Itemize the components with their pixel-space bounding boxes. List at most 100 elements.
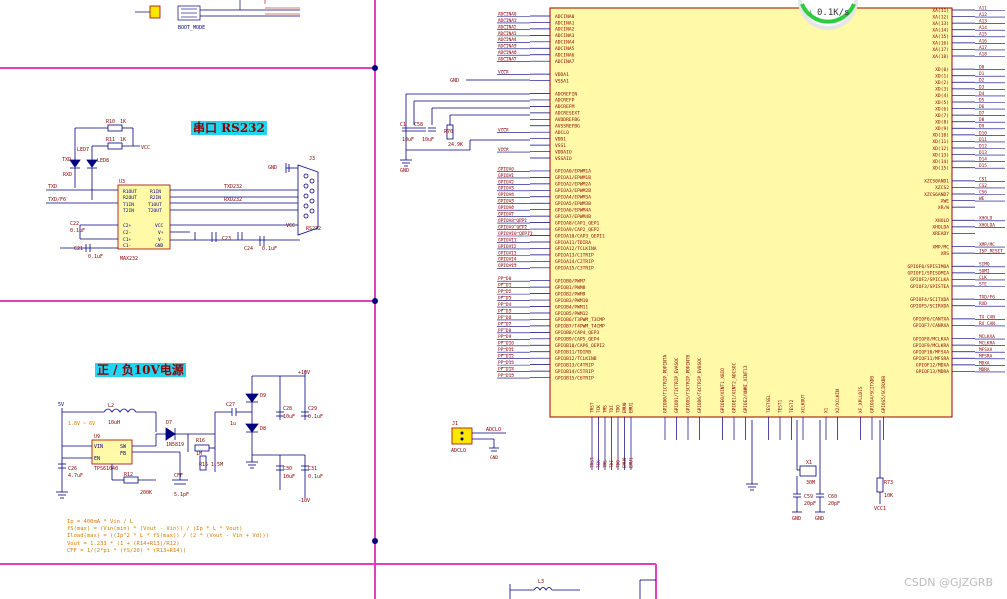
mcu-left-net-label: PF_D1 [498, 283, 512, 289]
u3-label: U3 [119, 179, 125, 185]
mcu-left-pin-label: VDDAIO [555, 149, 572, 155]
mcu-right-net-label: MCLKRA [979, 341, 995, 347]
mcu-left-pin-label: ADCLO [555, 130, 569, 136]
mcu-left-pins: ADCINA0ADCINA0ADCINA1ADCINA1ADCINA2ADCIN… [497, 11, 605, 381]
mcu-right-net-label: A18 [979, 51, 987, 57]
mcu-right-net-label: CS1 [979, 176, 987, 182]
mcu-bottom-pin-label: GPIOD0/T1CTRIP_PDPINTA [663, 354, 669, 413]
mcu-right-pin-label: XD(5) [935, 100, 949, 106]
mcu-left-pin-label: ADCINA5 [555, 46, 575, 52]
c59-value: 20pF [804, 501, 816, 507]
cff-label: CFF [174, 473, 183, 479]
mcu-left-net-label: PF_D13 [498, 360, 514, 366]
mcu-right-net-label: SOMI [979, 268, 990, 274]
mcu-left-net-label: GPIOA6 [498, 205, 514, 211]
speed-ring: ↓ 0.1K/s [798, 0, 858, 30]
mcu-right-pin-label: XA(17) [932, 47, 949, 53]
mcu-right-net-label: XHOLD [979, 216, 993, 222]
mcu-left-pin-label: GPIOA12/TCLKINA [555, 246, 597, 252]
mcu-left-net-label: GPIOA14 [498, 257, 517, 263]
mcu-left-net-label: GPIOA7 [498, 212, 514, 218]
mcu-right-net-label: XHOLDA [979, 222, 995, 228]
mcu-left-net-label: ADCINA4 [498, 37, 517, 43]
crystal-section [746, 420, 884, 513]
mcu-left-net-label: VCCA [498, 147, 509, 153]
max232-pin-c1m: C1- [123, 243, 131, 249]
mcu-right-pin-label: XRS [941, 251, 950, 257]
mcu-left-net-label: ADCINA3 [498, 31, 517, 37]
c28-label: C28 [283, 406, 292, 412]
power-section-title: 正 / 负10V电源 [95, 363, 186, 377]
mcu-left-net-label: PF_D2 [498, 289, 512, 295]
bottom-fragment: L3 [509, 579, 656, 599]
mcu-right-net-label: A12 [979, 12, 987, 18]
c22-value: 0.1uF [70, 228, 85, 234]
mcu-right-pin-label: GPIOF6/CANTXA [913, 317, 949, 323]
mcu-left-pin-label: GPIOB11/TDIRB [555, 350, 591, 356]
mcu-left-net-label: ADCINA0 [498, 11, 517, 17]
mcu-jtag-net-label: TMS [603, 460, 609, 468]
mcu-left-pin-label: ADCRESEXT [555, 111, 580, 117]
boot-mode-fragment: BOOT_MODE [135, 0, 300, 31]
adclo-net-label: ADCLO [486, 427, 501, 433]
r73-label: R73 [884, 480, 893, 486]
mcu-right-pin-label: XD(15) [932, 166, 949, 172]
mcu-right-pin-label: XA(12) [932, 14, 949, 20]
c29-value: 0.1uF [308, 414, 323, 420]
mcu-right-pin-label: XA(11) [932, 8, 949, 14]
network-speed-widget[interactable]: ↓ 0.1K/s [797, 0, 859, 32]
r16-label: R16 [196, 438, 205, 444]
mcu-right-net-label: A15 [979, 32, 987, 38]
d7-value: 1N5819 [166, 442, 184, 448]
mcu-right-net-label: XMP/MC [979, 242, 995, 248]
mcu-right-net-label: SIMO [979, 262, 990, 268]
c29-label: C29 [308, 406, 317, 412]
mcu-left-pin-label: GPIOA3/EPWM2B [555, 188, 591, 194]
mcu-left-pin-label: VDD1 [555, 136, 566, 142]
mcu-right-net-label: RX_CAN [979, 321, 995, 327]
mcu-left-pin-label: GPIOB0/PWM7 [555, 279, 586, 285]
mcu-left-pin-label: GPIOA5/EPWM3B [555, 201, 591, 207]
mcu-left-pin-label: GPIOA9/CAP2_QEP2 [555, 227, 599, 233]
mcu-right-net-label: WE [979, 196, 985, 202]
mcu-right-net-label: D2 [979, 78, 985, 84]
mcu-right-net-label: D12 [979, 143, 987, 149]
j1-connector: J1 ADCLO ADCLO GND [451, 421, 506, 461]
mcu-right-pin-label: GPIOF12/MDXA [916, 363, 949, 369]
mcu-left-net-label: PF_D9 [498, 334, 512, 340]
formula-line: Ip = 400mA * Vin / L [67, 519, 134, 525]
mcu-bottom-pin-label: XCLKOUT [801, 394, 807, 413]
c58-label: C58 [414, 122, 423, 128]
gnd-adc-label: GND [400, 168, 409, 174]
mcu-left-net-label: GPIOA8_QEP1 [498, 218, 527, 224]
mcu-left-pin-label: ADCREFIN [555, 91, 577, 97]
mcu-right-pin-label: GPIOF9/MCLKRA [913, 343, 949, 349]
mcu-bottom-pin-label: XF_XPLLDIS [858, 386, 864, 413]
mcu-left-pin-label: VSSAIO [555, 156, 572, 162]
mcu-left-pin-label: ADCINA0 [555, 14, 575, 20]
mcu-left-net-label: PF_D4 [498, 302, 512, 308]
mcu-bottom-pin-label: X1 [824, 407, 830, 413]
mcu-left-net-label: PF_D12 [498, 354, 514, 360]
mcu-right-pin-label: XHOLD [935, 218, 949, 224]
r70-label: R70 [444, 129, 453, 135]
mcu-left-pin-label: ADCREFM [555, 104, 575, 110]
r70-value: 24.9K [448, 142, 463, 148]
cff-value: 5.1pF [174, 492, 189, 498]
mcu-left-net-label: GPIOA4 [498, 192, 514, 198]
mcu-left-net-label: VCCA [498, 128, 509, 134]
mcu-left-net-label: ADCINA2 [498, 24, 517, 30]
tps-en: EN [94, 456, 100, 462]
max232-pin-t1out: T1OUT [148, 202, 162, 208]
mcu-left-pin-label: ADCINA7 [555, 59, 575, 65]
mcu-left-net-label: PF_D11 [498, 347, 514, 353]
mcu-right-pin-label: GPIOF0/SPISIMOA [908, 264, 950, 270]
mcu-left-pin-label: VSS1 [555, 143, 566, 149]
mcu-jtag-pin-label: TCK [596, 405, 602, 413]
mcu-right-pin-label: GPIOF7/CANRXA [913, 323, 949, 329]
mcu-right-pin-label: XMP/MC [932, 244, 949, 250]
mcu-left-pin-label: ADCINA3 [555, 33, 575, 39]
